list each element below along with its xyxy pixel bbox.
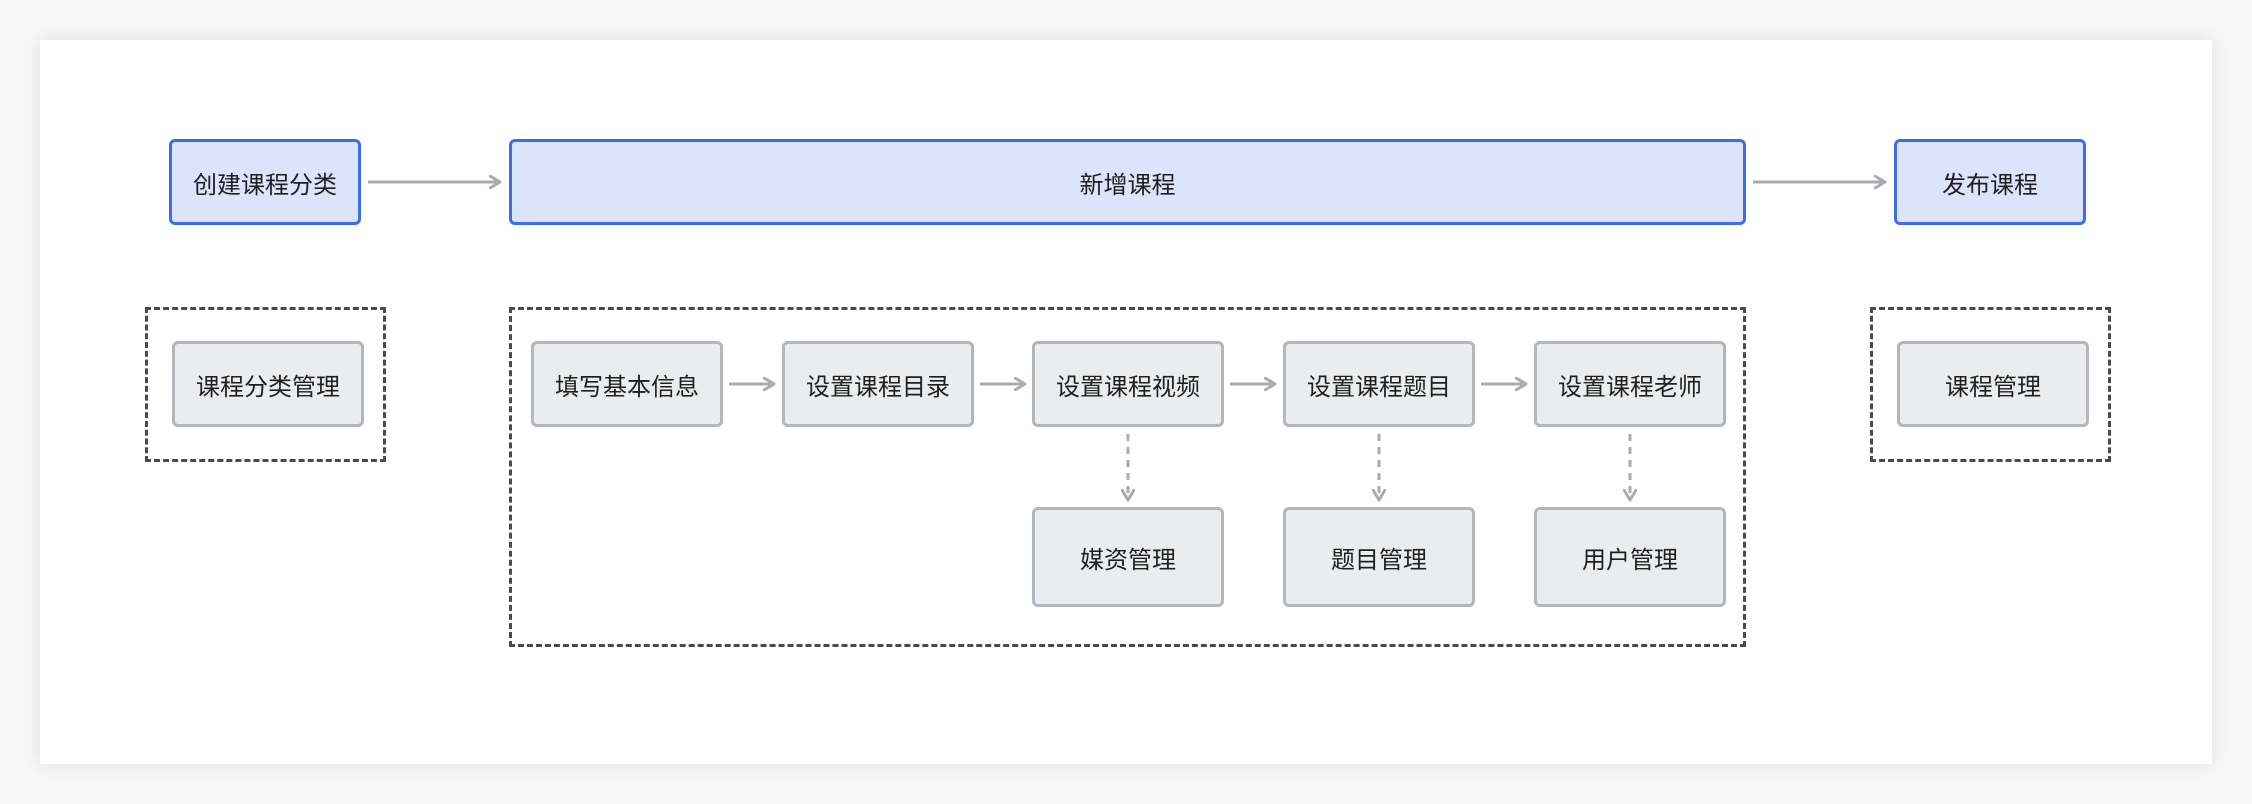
step-basic-info: 填写基本信息: [531, 341, 723, 427]
step-course-catalog: 设置课程目录: [782, 341, 974, 427]
module-user-management: 用户管理: [1534, 507, 1726, 607]
module-media-management: 媒资管理: [1032, 507, 1224, 607]
group-course-steps: [509, 307, 1746, 647]
step-course-teacher: 设置课程老师: [1534, 341, 1726, 427]
group-category: [145, 307, 386, 462]
stage-publish-course: 发布课程: [1894, 139, 2086, 225]
module-question-management: 题目管理: [1283, 507, 1475, 607]
group-publish: [1870, 307, 2111, 462]
category-management-box: 课程分类管理: [172, 341, 364, 427]
stage-create-category: 创建课程分类: [169, 139, 361, 225]
step-course-questions: 设置课程题目: [1283, 341, 1475, 427]
step-course-video: 设置课程视频: [1032, 341, 1224, 427]
course-management-box: 课程管理: [1897, 341, 2089, 427]
stage-add-course: 新增课程: [509, 139, 1746, 225]
